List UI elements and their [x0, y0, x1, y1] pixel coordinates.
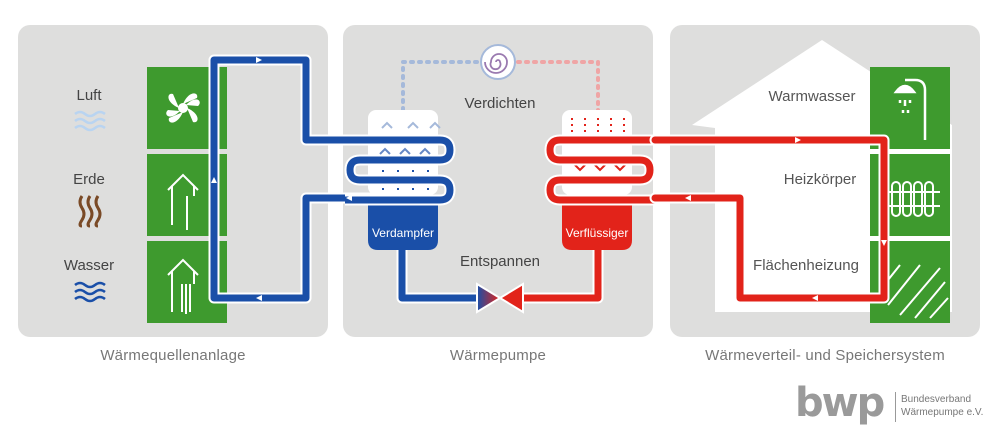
shower-icon [893, 78, 927, 140]
expand-label: Entspannen [460, 253, 540, 270]
logo-line-2: Wärmepumpe e.V. [901, 407, 984, 418]
evaporator-label: Verdampfer [372, 226, 434, 240]
source-loop-pipe [208, 54, 376, 304]
logo-line-1: Bundesverband [901, 394, 972, 405]
air-wave-icon [74, 110, 106, 132]
earth-wave-icon [78, 195, 102, 228]
floor-heating-icon [879, 264, 949, 319]
logo-separator [895, 392, 896, 422]
air-label: Luft [76, 87, 102, 104]
ground-probe-icon [167, 173, 199, 230]
caption-heat-pump: Wärmepumpe [449, 347, 547, 364]
compressor-icon [480, 44, 516, 80]
floor-heating-label: Flächenheizung [753, 257, 859, 274]
expansion-valve-icon [476, 282, 524, 314]
caption-heat-source: Wärmequellenanlage [100, 347, 246, 364]
condenser-label: Verflüssiger [566, 226, 629, 240]
caption-distribution: Wärmeverteil- und Speichersystem [705, 347, 945, 364]
radiator-label: Heizkörper [784, 171, 857, 188]
compressor-line [401, 60, 600, 120]
expansion-pipe [396, 232, 604, 304]
logo-wordmark: bwp [795, 380, 885, 426]
flow-arrows [211, 57, 887, 301]
compress-label: Verdichten [465, 95, 536, 112]
water-wave-icon [74, 281, 106, 303]
radiator-icon [886, 181, 940, 217]
bwp-logo: bwp Bundesverband Wärmepumpe e.V. [795, 380, 995, 428]
ground-label: Erde [73, 171, 105, 188]
hot-water-label: Warmwasser [769, 88, 856, 105]
water-well-icon [167, 258, 199, 314]
condenser [544, 110, 656, 250]
water-label: Wasser [64, 257, 114, 274]
evaporator [344, 110, 456, 250]
fan-icon [166, 93, 200, 123]
